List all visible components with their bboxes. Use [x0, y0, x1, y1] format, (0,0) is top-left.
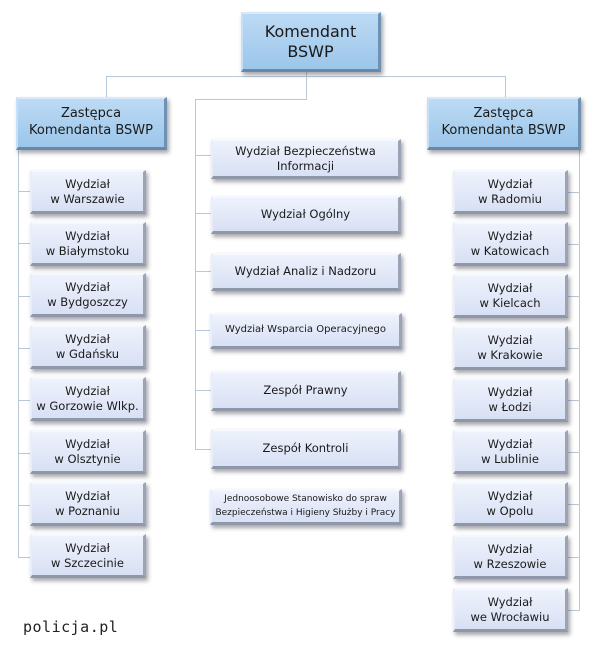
- connector-right-tick: [568, 348, 580, 349]
- unit-box-zespol-prawny: Zespół Prawny: [211, 371, 401, 411]
- connector-left-tick: [18, 243, 30, 244]
- unit-label: Jednoosobowe Stanowisko do spraw Bezpiec…: [215, 494, 396, 518]
- unit-label: Wydział w Rzeszowie: [473, 541, 547, 571]
- connector-center-spine: [195, 99, 196, 450]
- connector-left-tick: [18, 296, 30, 297]
- unit-box-bhp: Jednoosobowe Stanowisko do spraw Bezpiec…: [210, 489, 402, 525]
- deputy-right-box: Zastępca Komendanta BSWP: [427, 97, 581, 150]
- connector-right-tick: [568, 296, 580, 297]
- deputy-left-label: Zastępca Komendanta BSWP: [28, 106, 154, 138]
- unit-label: Wydział Wsparcia Operacyjnego: [225, 324, 386, 336]
- connector-left-deputy: [106, 76, 107, 98]
- connector-right-tick: [568, 244, 580, 245]
- connector-left-tick: [18, 191, 30, 192]
- connector-left-tick: [18, 453, 30, 454]
- connector-right-tick: [568, 400, 580, 401]
- unit-label: Wydział w Gorzowie Wlkp.: [36, 383, 139, 413]
- unit-box-bydgoszcz: Wydział w Bydgoszczy: [30, 273, 146, 317]
- unit-box-lublin: Wydział w Lublinie: [453, 430, 568, 474]
- unit-box-katowice: Wydział w Katowicach: [453, 222, 568, 266]
- unit-box-zespol-kontroli: Zespół Kontroli: [211, 429, 401, 469]
- connector-right-deputy: [505, 76, 506, 98]
- connector-right-spine: [579, 150, 580, 611]
- unit-label: Wydział w Radomiu: [478, 176, 542, 206]
- unit-box-bialystok: Wydział w Białymstoku: [30, 222, 146, 266]
- connector-left-spine: [18, 150, 19, 558]
- connector-center-tick: [195, 330, 211, 331]
- unit-label: Wydział w Łodzi: [487, 384, 533, 414]
- deputy-right-label: Zastępca Komendanta BSWP: [441, 106, 566, 138]
- unit-box-kielce: Wydział w Kielcach: [453, 274, 568, 318]
- unit-box-wsparcia-operacyjnego: Wydział Wsparcia Operacyjnego: [210, 313, 402, 349]
- unit-label: Wydział w Opolu: [486, 488, 534, 518]
- connector-left-tick: [18, 400, 30, 401]
- unit-label: Wydział w Katowicach: [470, 228, 550, 258]
- connector-left-tick: [18, 505, 30, 506]
- unit-box-gorzow: Wydział w Gorzowie Wlkp.: [30, 377, 146, 421]
- komendant-box: Komendant BSWP: [241, 12, 381, 72]
- connector-right-tick: [568, 192, 580, 193]
- connector-center-tick: [195, 449, 211, 450]
- unit-label: Wydział w Szczecinie: [51, 540, 124, 570]
- unit-box-ogolny: Wydział Ogólny: [211, 196, 401, 234]
- connector-center-bar: [195, 99, 307, 100]
- deputy-left-box: Zastępca Komendanta BSWP: [16, 97, 167, 150]
- policja-watermark: policja.pl: [23, 618, 119, 636]
- unit-box-krakow: Wydział w Krakowie: [453, 326, 568, 370]
- unit-label: Wydział w Poznaniu: [55, 488, 120, 518]
- unit-box-lodz: Wydział w Łodzi: [453, 378, 568, 422]
- unit-label: Wydział w Krakowie: [477, 332, 543, 362]
- unit-label: Wydział w Olsztynie: [54, 436, 121, 466]
- unit-label: Wydział Ogólny: [260, 207, 351, 222]
- unit-label: Wydział w Kielcach: [479, 280, 541, 310]
- connector-center-tick: [195, 155, 211, 156]
- unit-box-poznan: Wydział w Poznaniu: [30, 482, 146, 526]
- connector-center-tick: [195, 213, 211, 214]
- connector-top-down: [306, 72, 307, 100]
- connector-left-tick: [18, 348, 30, 349]
- unit-label: Wydział w Białymstoku: [45, 228, 130, 258]
- unit-label: Wydział Analiz i Nadzoru: [234, 264, 377, 279]
- unit-label: Wydział w Warszawie: [50, 176, 125, 206]
- unit-box-olsztyn: Wydział w Olsztynie: [30, 430, 146, 474]
- komendant-label: Komendant BSWP: [264, 21, 357, 61]
- unit-label: Wydział w Gdańsku: [55, 331, 120, 361]
- connector-right-tick: [568, 610, 580, 611]
- unit-label: Wydział Bezpieczeństwa Informacji: [235, 143, 376, 173]
- unit-label: Wydział w Lublinie: [481, 436, 539, 466]
- unit-box-opole: Wydział w Opolu: [453, 482, 568, 526]
- connector-left-tick: [18, 557, 30, 558]
- unit-box-bezpieczenstwa-informacji: Wydział Bezpieczeństwa Informacji: [211, 139, 401, 179]
- unit-label: Wydział we Wrocławiu: [470, 594, 550, 624]
- unit-label: Zespół Prawny: [263, 383, 348, 398]
- unit-box-rzeszow: Wydział w Rzeszowie: [453, 535, 568, 579]
- connector-center-tick: [195, 390, 211, 391]
- unit-label: Zespół Kontroli: [262, 441, 349, 456]
- unit-box-analiz-nadzoru: Wydział Analiz i Nadzoru: [211, 253, 401, 291]
- unit-box-gdansk: Wydział w Gdańsku: [30, 325, 146, 369]
- connector-right-tick: [568, 504, 580, 505]
- unit-box-szczecin: Wydział w Szczecinie: [30, 534, 146, 578]
- connector-center-tick: [195, 271, 211, 272]
- connector-top-bar: [106, 76, 506, 77]
- connector-right-tick: [568, 452, 580, 453]
- connector-right-tick: [568, 557, 580, 558]
- unit-box-wroclaw: Wydział we Wrocławiu: [453, 588, 568, 632]
- unit-label: Wydział w Bydgoszczy: [47, 279, 128, 309]
- unit-box-radom: Wydział w Radomiu: [453, 170, 568, 214]
- unit-box-warszawa: Wydział w Warszawie: [30, 170, 146, 214]
